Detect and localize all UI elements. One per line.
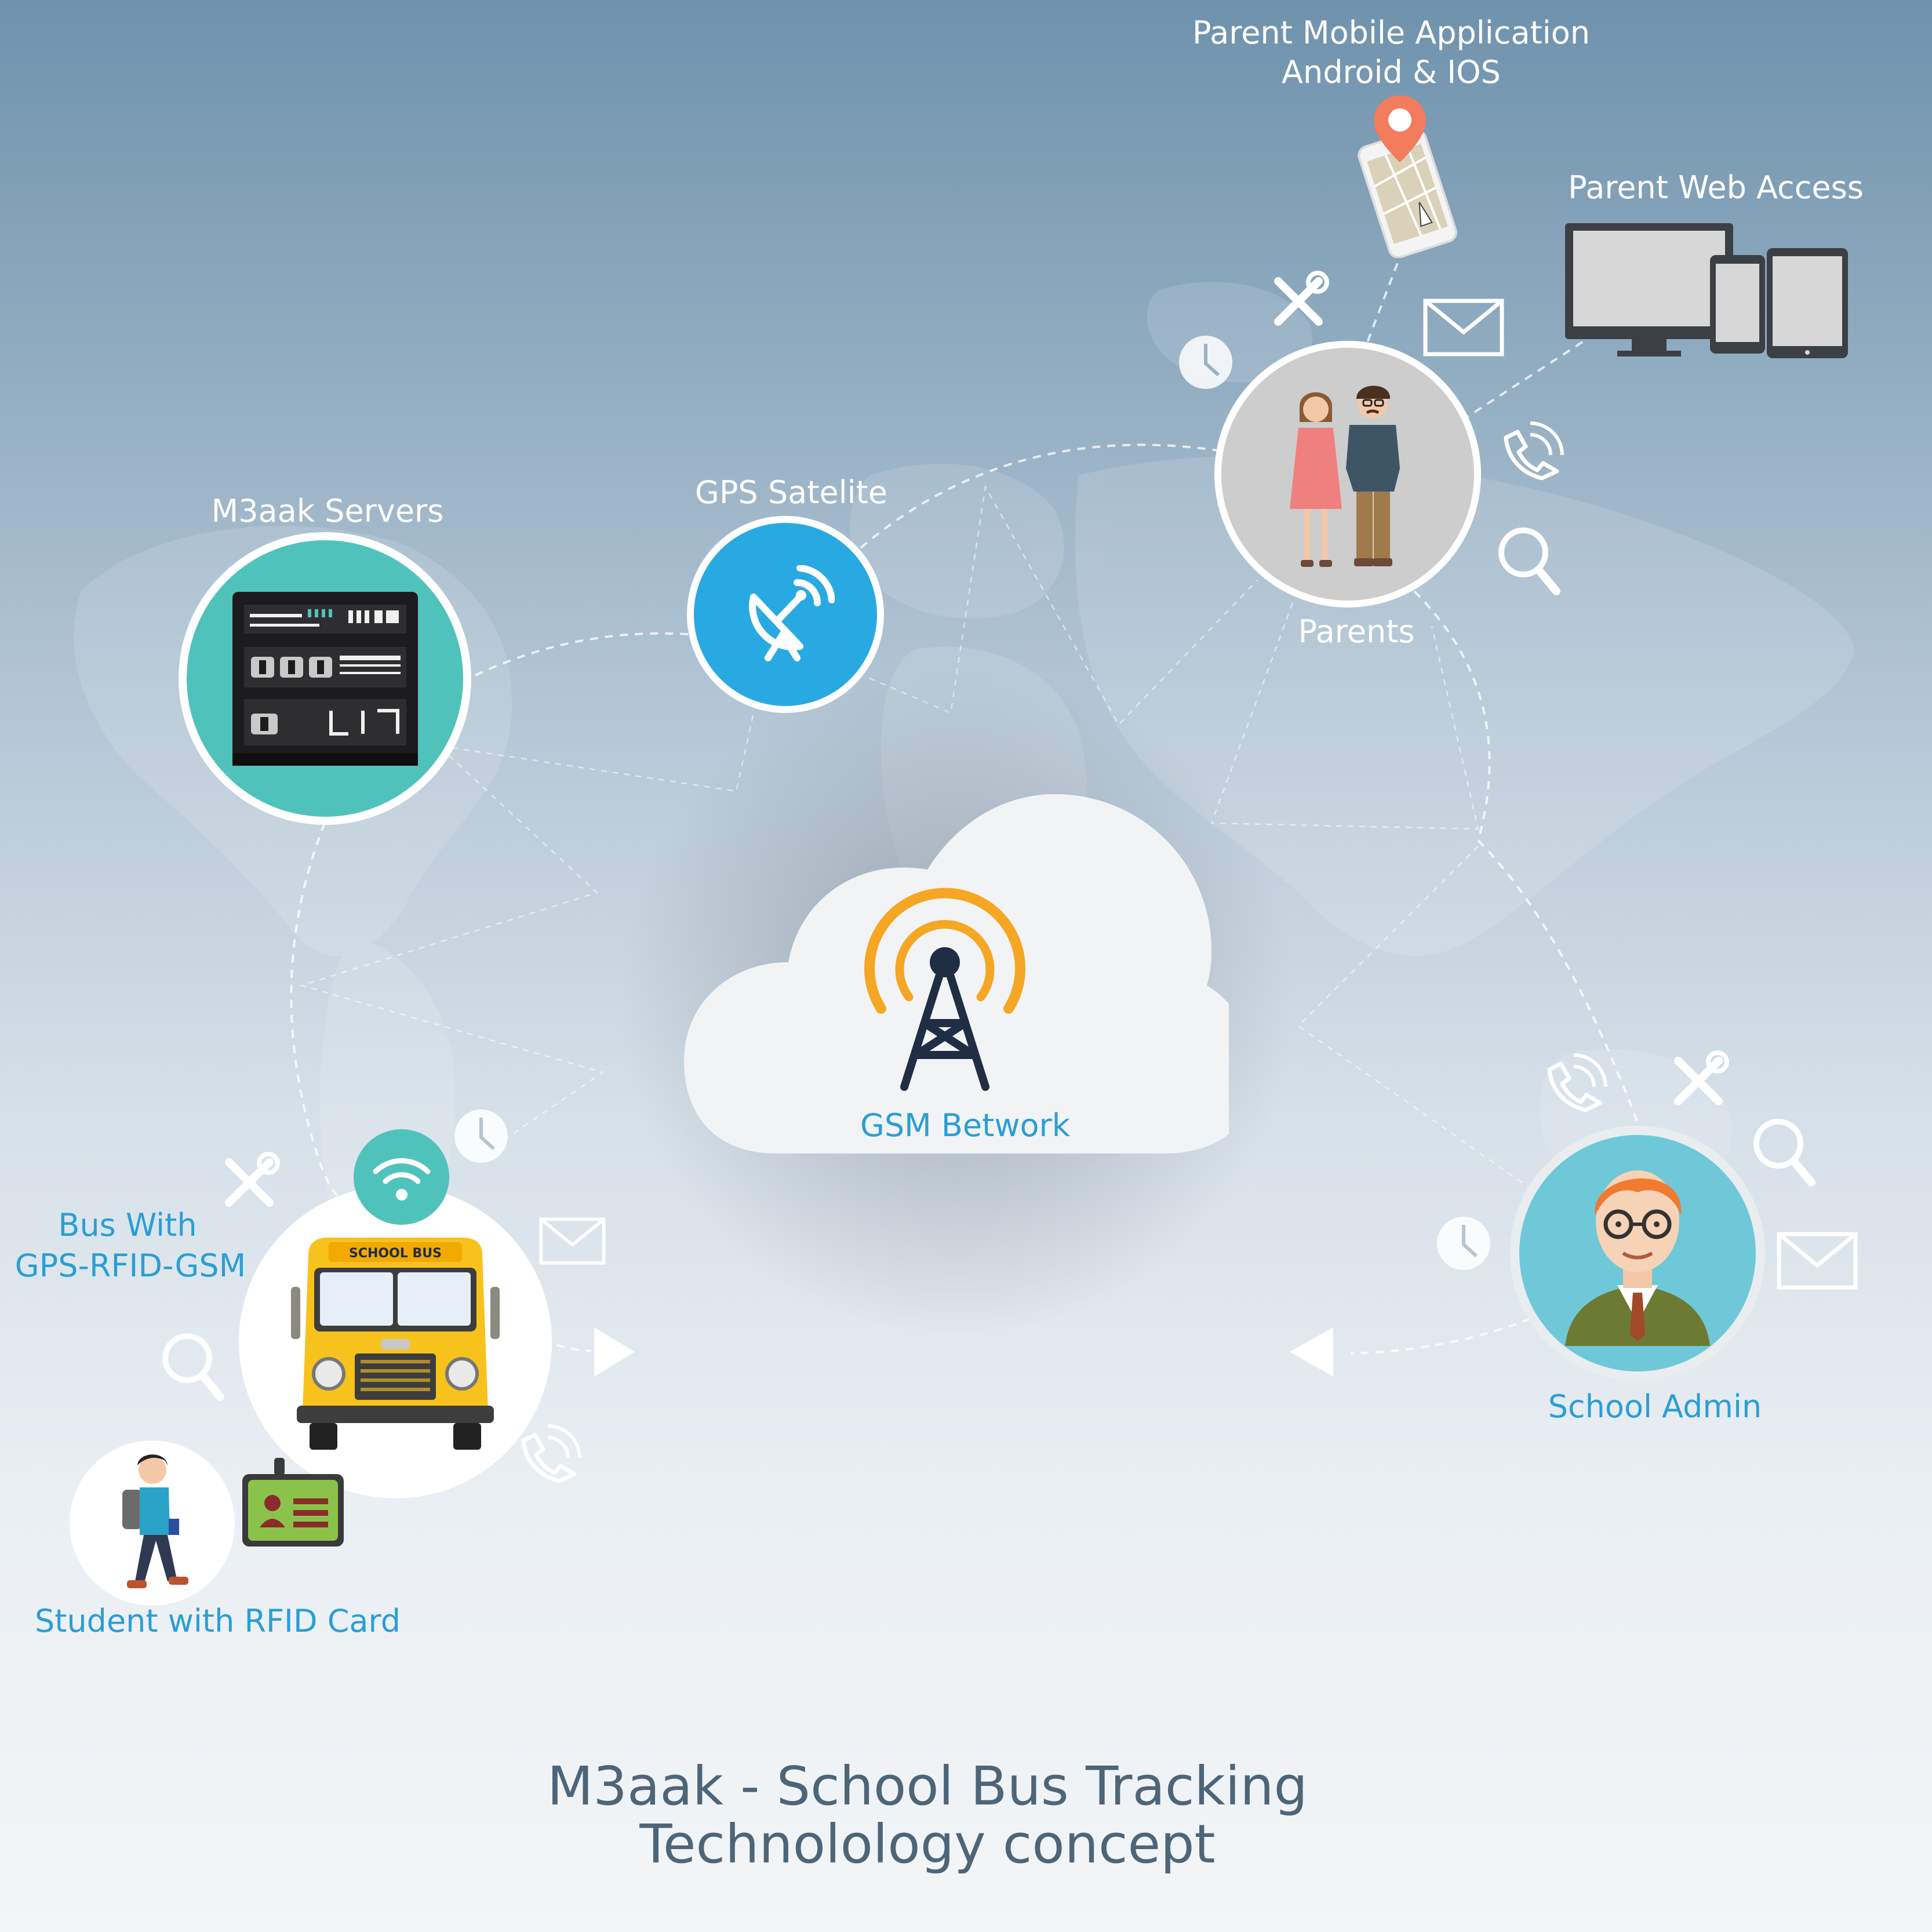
admin-node[interactable] bbox=[1510, 1126, 1765, 1381]
clock-icon bbox=[454, 1109, 508, 1163]
tools-icon bbox=[225, 1152, 280, 1207]
student-node[interactable] bbox=[70, 1440, 235, 1606]
mail-icon bbox=[539, 1217, 606, 1265]
mobile-app-label-line2: Android & IOS bbox=[1282, 54, 1501, 90]
bus-label-line1: Bus With bbox=[58, 1207, 197, 1243]
mobile-app-label-line1: Parent Mobile Application bbox=[1192, 14, 1591, 51]
satellite-dish-icon bbox=[749, 565, 835, 661]
servers-node[interactable] bbox=[179, 532, 471, 825]
student-label: Student with RFID Card bbox=[35, 1603, 401, 1639]
mail-icon bbox=[1777, 1232, 1858, 1290]
arrow-left-icon bbox=[1290, 1327, 1333, 1377]
location-pin-icon bbox=[1374, 96, 1426, 162]
admin-label: School Admin bbox=[1548, 1388, 1762, 1425]
bus-sign-text: SCHOOL BUS bbox=[349, 1246, 442, 1261]
clock-icon bbox=[1437, 1217, 1490, 1270]
student-walking-icon bbox=[122, 1454, 188, 1588]
tools-icon bbox=[1274, 271, 1329, 326]
phone-icon bbox=[1504, 421, 1564, 481]
parents-illustration bbox=[1290, 385, 1400, 567]
bus-node[interactable]: SCHOOL BUS bbox=[239, 1185, 552, 1498]
clock-icon bbox=[1179, 336, 1232, 389]
search-icon bbox=[1498, 527, 1560, 595]
tools-icon bbox=[1674, 1050, 1729, 1105]
phone-icon bbox=[1547, 1053, 1607, 1112]
wifi-icon bbox=[373, 1158, 430, 1200]
gps-node[interactable] bbox=[687, 516, 884, 713]
page-title-line2: Technolology concept bbox=[639, 1813, 1216, 1875]
page-title-line1: M3aak - School Bus Tracking bbox=[547, 1755, 1308, 1817]
parents-node[interactable] bbox=[1214, 341, 1481, 607]
mobile-phone-icon bbox=[1358, 96, 1457, 258]
search-icon bbox=[162, 1333, 224, 1401]
gsm-network-label: GSM Betwork bbox=[860, 1107, 1070, 1144]
arrow-right-icon bbox=[594, 1327, 635, 1377]
gps-label: GPS Satelite bbox=[694, 474, 887, 511]
admin-avatar-icon bbox=[1565, 1170, 1710, 1346]
mail-icon bbox=[1423, 299, 1504, 356]
devices-icon bbox=[1565, 223, 1848, 358]
parents-label: Parents bbox=[1298, 613, 1415, 650]
servers-label: M3aak Servers bbox=[211, 493, 444, 529]
search-icon bbox=[1753, 1119, 1815, 1187]
gsm-cloud bbox=[684, 794, 1229, 1154]
antenna-tower-icon bbox=[864, 887, 1025, 1091]
server-rack-icon bbox=[232, 591, 418, 766]
phone-icon bbox=[521, 1424, 581, 1483]
web-access-label: Parent Web Access bbox=[1568, 169, 1864, 206]
school-bus-icon: SCHOOL BUS bbox=[291, 1238, 500, 1450]
rfid-card-icon bbox=[242, 1458, 344, 1547]
bus-label-line2: GPS-RFID-GSM bbox=[14, 1247, 246, 1284]
wifi-badge[interactable] bbox=[354, 1129, 449, 1225]
